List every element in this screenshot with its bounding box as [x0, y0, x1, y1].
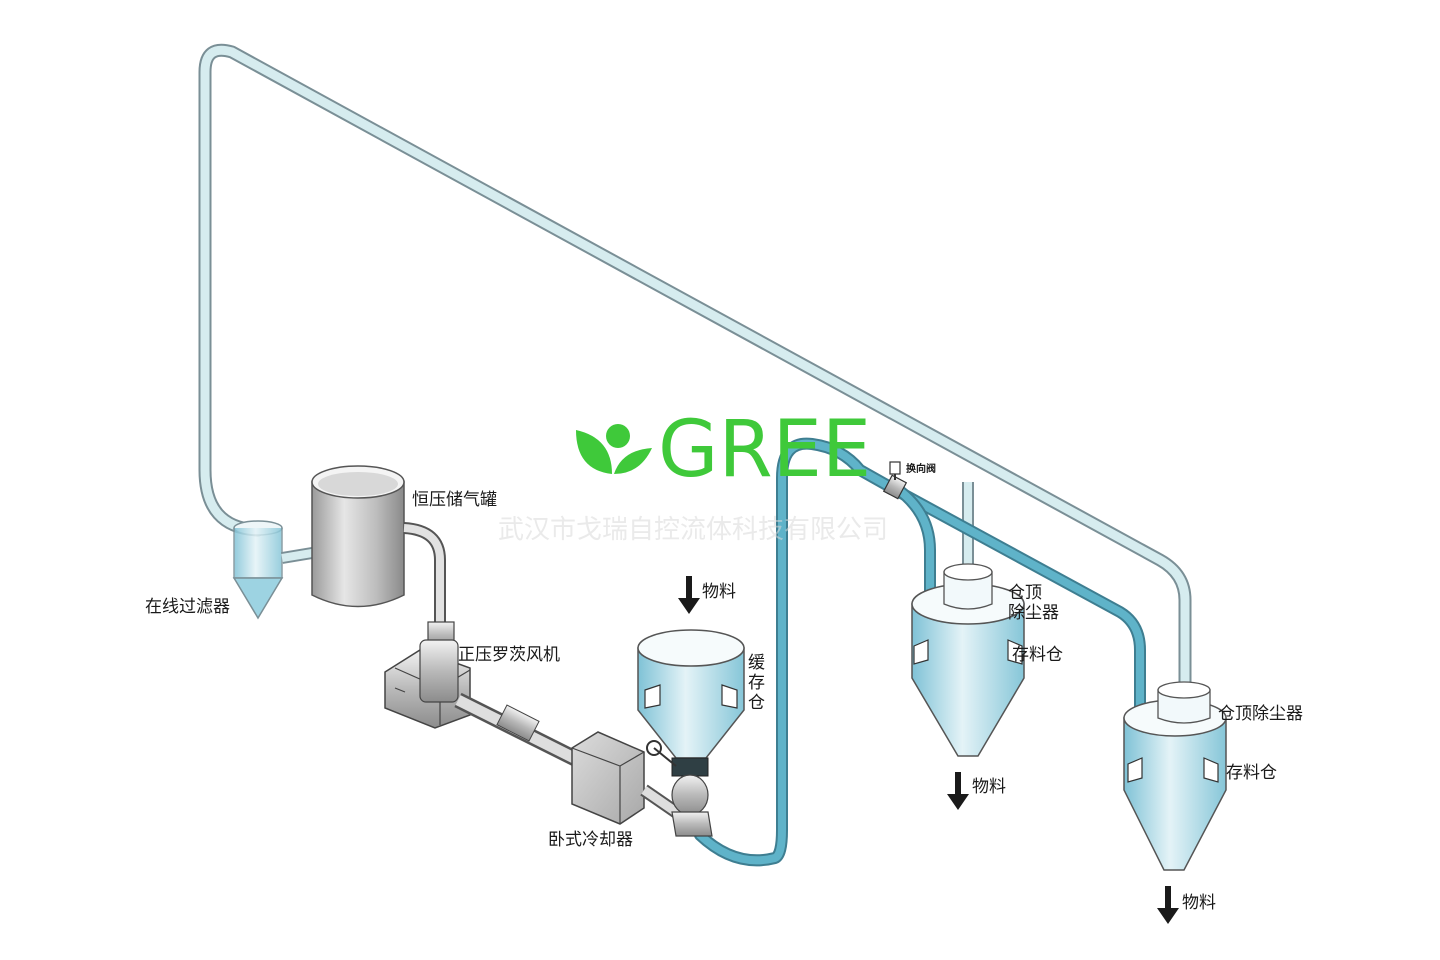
label-bin-dust-collector-1b: 除尘器 — [1008, 603, 1059, 623]
inline-filter — [232, 520, 319, 620]
label-storage-bin-2: 存料仓 — [1226, 763, 1277, 783]
constant-pressure-tank — [311, 465, 446, 628]
label-material-in: 物料 — [702, 582, 736, 602]
material-arrow-out-2 — [1157, 886, 1179, 924]
label-inline-filter: 在线过滤器 — [145, 597, 230, 617]
label-storage-bin-1: 存料仓 — [1012, 645, 1063, 665]
label-roots-blower: 正压罗茨风机 — [458, 645, 560, 665]
gree-logo: GREE — [576, 405, 871, 495]
buffer-bin — [637, 629, 745, 837]
storage-bin-2 — [1123, 681, 1227, 871]
material-arrow-in — [678, 576, 700, 614]
label-material-out-2: 物料 — [1182, 893, 1216, 913]
label-constant-pressure-tank: 恒压储气罐 — [412, 490, 497, 510]
conveying-pipe — [694, 437, 1146, 867]
label-reversing-valve: 换向阀 — [906, 462, 936, 475]
roots-blower — [384, 621, 582, 768]
company-watermark: 武汉市戈瑞自控流体科技有限公司 — [498, 515, 888, 545]
label-bin-dust-collector-2: 仓顶除尘器 — [1218, 704, 1303, 724]
logo-wordmark: GREE — [658, 405, 871, 495]
label-buffer-bin-1: 缓 — [748, 653, 765, 673]
reversing-valve — [882, 461, 908, 500]
label-buffer-bin-3: 仓 — [748, 693, 765, 713]
material-arrow-out-1 — [947, 772, 969, 810]
leaf-icon — [576, 424, 652, 474]
label-material-out-1: 物料 — [972, 777, 1006, 797]
label-buffer-bin-2: 存 — [748, 673, 765, 693]
storage-bin-1 — [911, 563, 1025, 757]
label-bin-dust-collector-1a: 仓顶 — [1008, 583, 1042, 603]
label-horizontal-cooler: 卧式冷却器 — [548, 830, 633, 850]
